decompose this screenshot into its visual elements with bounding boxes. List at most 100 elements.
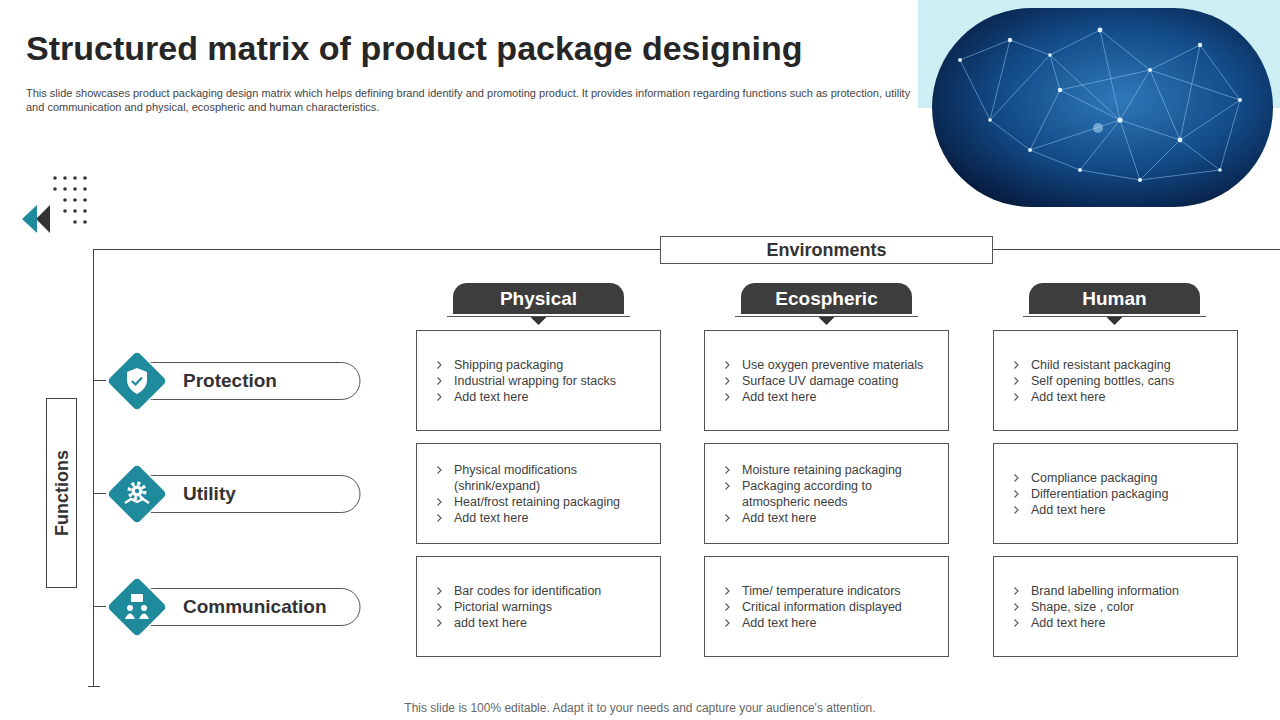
bullet-chevron: [726, 361, 730, 368]
dot-grid: [63, 187, 67, 191]
function-name: Utility: [183, 483, 236, 505]
bullet-item: Heat/frost retaining packaging: [436, 494, 652, 510]
bullet-text: Add text here: [454, 510, 528, 526]
bullet-text: Add text here: [742, 389, 816, 405]
bullet-chevron: [436, 497, 443, 507]
pill-outline: [134, 475, 360, 512]
matrix-cell: Moisture retaining packagingPackaging ac…: [704, 443, 949, 544]
bullet-chevron: [1013, 602, 1020, 612]
tab-pointers: [447, 317, 1206, 326]
matrix-cell: Physical modifications (shrink/expand)He…: [416, 443, 661, 544]
bullet-chevron: [436, 618, 443, 628]
bullet-item: add text here: [436, 615, 652, 631]
network-lines: [1030, 55, 1150, 150]
side-label-box: Functions: [46, 398, 77, 588]
gear-icon: [130, 483, 145, 498]
tab-pointer: [1107, 317, 1123, 325]
bullet-chevron: [1013, 505, 1020, 515]
dot-grid: [63, 209, 67, 213]
bullet-chevron: [436, 376, 443, 386]
screen-icon: [131, 594, 143, 602]
dot-grid: [53, 176, 57, 180]
function-name: Communication: [183, 596, 327, 618]
bullet-item: Add text here: [436, 389, 652, 405]
bullet-chevron: [438, 619, 442, 626]
chevron-dark: [36, 205, 50, 233]
bullet-chevron: [1015, 377, 1019, 384]
bullet-item: Critical information displayed: [724, 599, 940, 615]
chevron-teal: [22, 205, 37, 233]
hands-icon: [125, 499, 149, 503]
cell-content: Compliance packagingDifferentiation pack…: [994, 470, 1237, 518]
bullet-item: Add text here: [724, 510, 940, 526]
dot-grid: [83, 187, 87, 191]
bullet-text: Critical information displayed: [742, 599, 902, 615]
icon-diamond: [106, 349, 168, 411]
function-pill: Protection: [104, 348, 361, 414]
bullet-chevron: [1013, 489, 1020, 499]
bullet-chevron: [1013, 392, 1020, 402]
cell-content: Bar codes for identificationPictorial wa…: [417, 583, 660, 631]
slide-title: Structured matrix of product package des…: [26, 29, 802, 68]
dot-grid: [53, 187, 57, 191]
bullet-text: Physical modifications (shrink/expand): [454, 462, 652, 494]
bullet-text: Bar codes for identification: [454, 583, 601, 599]
network-dots: [1198, 43, 1202, 47]
bullet-text: Industrial wrapping for stacks: [454, 373, 616, 389]
network-dots: [1098, 28, 1103, 33]
matrix-cell: Brand labelling informationShape, size ,…: [993, 556, 1238, 657]
network-dots: [1178, 138, 1183, 143]
icon-diamond: [106, 575, 168, 637]
frame-bracket: [93, 380, 106, 381]
bullet-chevron: [436, 513, 443, 523]
bullet-text: Surface UV damage coating: [742, 373, 898, 389]
cell-content: Time/ temperature indicatorsCritical inf…: [705, 583, 948, 631]
matrix-cell: Child resistant packagingSelf opening bo…: [993, 330, 1238, 431]
matrix-cell: Time/ temperature indicatorsCritical inf…: [704, 556, 949, 657]
bullet-chevron: [438, 377, 442, 384]
heading-text: Human: [1029, 283, 1200, 314]
bullet-chevron: [1015, 587, 1019, 594]
network-dots: [988, 118, 992, 122]
bullet-chevron: [724, 465, 731, 475]
bullet-chevron: [726, 587, 730, 594]
network-dots: [1008, 38, 1012, 42]
bullet-text: Add text here: [742, 510, 816, 526]
bullet-chevron: [436, 360, 443, 370]
bullet-text: Pictorial warnings: [454, 599, 552, 615]
bullet-item: Shape, size , color: [1013, 599, 1229, 615]
bullet-chevron: [438, 587, 442, 594]
bullet-chevron: [724, 392, 731, 402]
bullet-text: Child resistant packaging: [1031, 357, 1171, 373]
bullet-item: Add text here: [724, 615, 940, 631]
bullet-item: Brand labelling information: [1013, 583, 1229, 599]
network-dots: [1058, 88, 1062, 92]
bullet-chevron: [438, 603, 442, 610]
heading-text: Environments: [661, 237, 992, 263]
bullet-chevron: [438, 393, 442, 400]
bullet-chevron: [1015, 490, 1019, 497]
bullet-chevron: [726, 482, 730, 489]
bullet-text: Add text here: [1031, 389, 1105, 405]
bullet-chevron: [1013, 618, 1020, 628]
bullet-chevron: [436, 602, 443, 612]
bullet-chevron: [1013, 376, 1020, 386]
bullet-chevron: [726, 603, 730, 610]
dot-grid: [73, 209, 77, 213]
bullet-text: Shipping packaging: [454, 357, 563, 373]
slide-description: This slide showcases product packaging d…: [26, 86, 911, 114]
bullet-chevron: [726, 466, 730, 473]
bullet-item: Differentiation packaging: [1013, 486, 1229, 502]
frame-bracket: [93, 606, 106, 607]
bullet-text: add text here: [454, 615, 527, 631]
bullet-item: Time/ temperature indicators: [724, 583, 940, 599]
bullet-chevron: [1013, 360, 1020, 370]
person-icon: [141, 605, 147, 611]
gear-icon: [132, 485, 143, 496]
bullet-chevron: [438, 514, 442, 521]
bullet-text: Add text here: [1031, 502, 1105, 518]
bullet-chevron: [724, 360, 731, 370]
network-dots: [1238, 98, 1242, 102]
bullet-chevron: [436, 392, 443, 402]
